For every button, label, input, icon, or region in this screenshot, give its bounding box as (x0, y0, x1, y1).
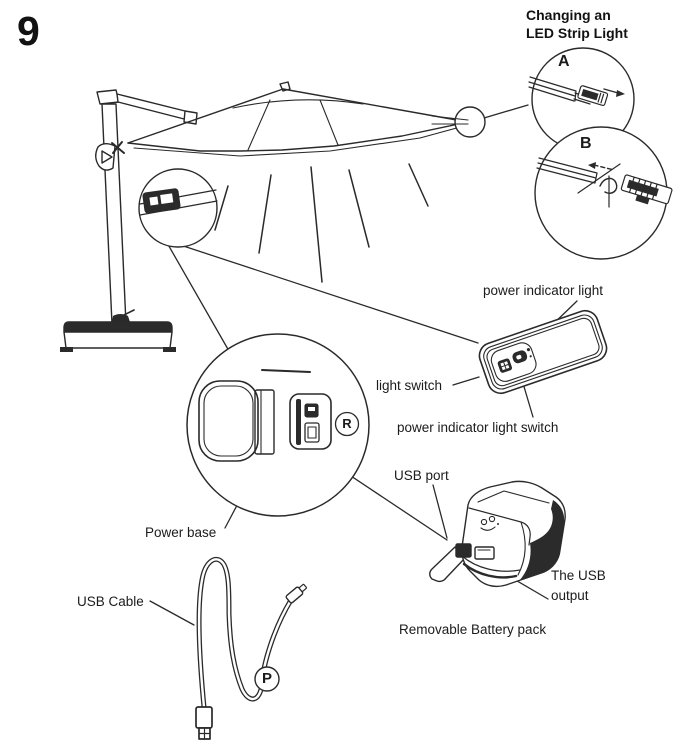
arm-bracket (183, 110, 198, 125)
leader-usb-cable (149, 600, 195, 626)
leader-light-switch (452, 376, 480, 386)
label-usb-cable: USB Cable (77, 594, 144, 609)
cable-small-plug (285, 583, 307, 604)
part-r-circle (334, 411, 360, 437)
umbrella-base (60, 309, 176, 352)
label-power-indicator-light-switch: power indicator light switch (397, 420, 559, 435)
power-base-detail-circle (186, 333, 370, 517)
pole-cap (96, 89, 120, 105)
label-usb-output-line2: output (551, 588, 589, 603)
leader-arm-circle-to-switch-panel (152, 235, 479, 344)
label-light-switch: light switch (376, 378, 443, 393)
leader-canopy-tip-to-detail-a (483, 104, 529, 119)
pole (101, 103, 127, 325)
label-removable-battery-pack: Removable Battery pack (399, 622, 547, 637)
part-p-label: P (261, 670, 272, 687)
canopy (127, 81, 469, 157)
battery-pack (429, 480, 566, 588)
mount-plate (254, 389, 275, 455)
diagram-title: Changing an LED Strip Light (526, 6, 628, 42)
upper-arm (116, 93, 190, 121)
detail-a-label: A (558, 53, 570, 70)
label-usb-port: USB port (394, 468, 449, 483)
leader-usb-port (432, 484, 448, 539)
label-power-indicator-light: power indicator light (483, 283, 604, 298)
tilt-hub (95, 141, 125, 171)
umbrella-illustration (60, 81, 469, 352)
step-number: 9 (17, 8, 40, 54)
usb-cable-drawing (195, 556, 307, 740)
light-rays (214, 163, 429, 283)
title-line-2: LED Strip Light (526, 25, 628, 41)
power-indicator-light-dot (526, 348, 531, 352)
arm-switch-detail-circle (138, 168, 218, 248)
cable-usb-a-plug (195, 706, 213, 740)
light-switch-button (497, 358, 513, 373)
pole-clamp (198, 380, 259, 462)
detail-b-circle (534, 126, 673, 260)
title-line-1: Changing an (526, 7, 611, 23)
power-indicator-light-switch-button (512, 350, 528, 364)
label-usb-output-line1: The USB (551, 568, 606, 583)
usb-module (289, 393, 332, 450)
canopy-tip-ribs (431, 115, 469, 125)
label-usb-output: The USB output (551, 566, 606, 606)
label-power-base: Power base (145, 525, 217, 540)
part-r-label: R (342, 416, 352, 431)
detail-b-label: B (580, 135, 592, 152)
part-p-circle (254, 666, 280, 692)
leader-arm-circle-to-power-base-circle (165, 240, 230, 352)
battery-logo (480, 515, 499, 531)
usb-output-port (474, 546, 495, 560)
battery-front-ports (455, 543, 495, 560)
switch-panel (478, 309, 608, 395)
canopy-tip-circle (454, 106, 486, 138)
